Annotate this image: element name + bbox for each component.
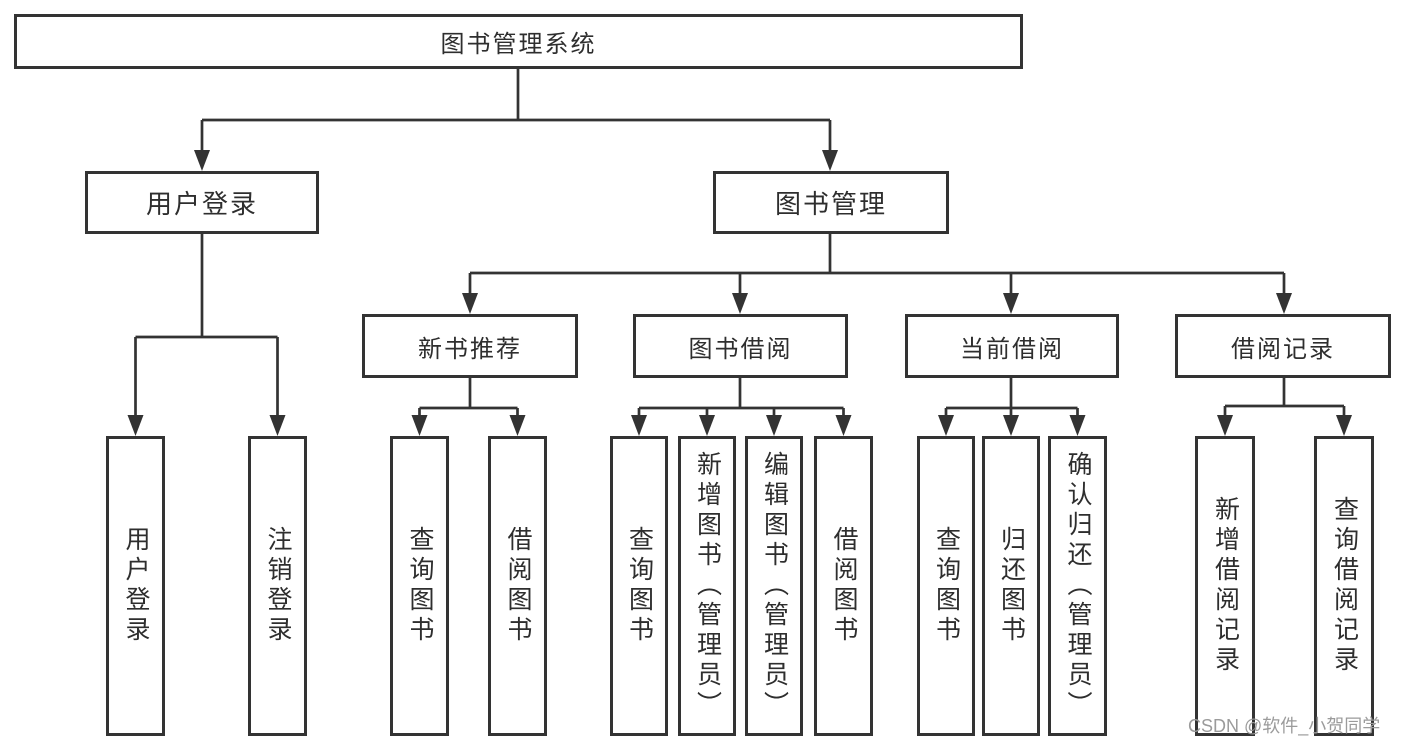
node-query-borrow-record: 查询借阅记录 xyxy=(1314,436,1374,736)
node-edit-books-admin: 编辑图书（管理员） xyxy=(745,436,803,736)
watermark-text: CSDN @软件_小贺同学 xyxy=(1188,716,1381,736)
node-add-borrow-record: 新增借阅记录 xyxy=(1195,436,1255,736)
node-user-login-branch: 用户登录 xyxy=(85,171,319,234)
node-library-system: 图书管理系统 xyxy=(14,14,1023,69)
node-query-books-borrowing: 查询图书 xyxy=(610,436,668,736)
node-query-books-recommend: 查询图书 xyxy=(390,436,449,736)
node-confirm-return-admin: 确认归还（管理员） xyxy=(1048,436,1107,736)
node-current-borrowing: 当前借阅 xyxy=(905,314,1119,378)
node-borrowing-records: 借阅记录 xyxy=(1175,314,1391,378)
node-add-books-admin: 新增图书（管理员） xyxy=(678,436,736,736)
node-user-login: 用户登录 xyxy=(106,436,165,736)
node-logout-login: 注销登录 xyxy=(248,436,307,736)
node-borrow-books-recommend: 借阅图书 xyxy=(488,436,547,736)
node-book-borrowing: 图书借阅 xyxy=(633,314,848,378)
node-return-books: 归还图书 xyxy=(982,436,1040,736)
node-borrow-books-borrowing: 借阅图书 xyxy=(814,436,873,736)
node-query-books-current: 查询图书 xyxy=(917,436,975,736)
node-book-management: 图书管理 xyxy=(713,171,949,234)
node-new-book-recommend: 新书推荐 xyxy=(362,314,578,378)
